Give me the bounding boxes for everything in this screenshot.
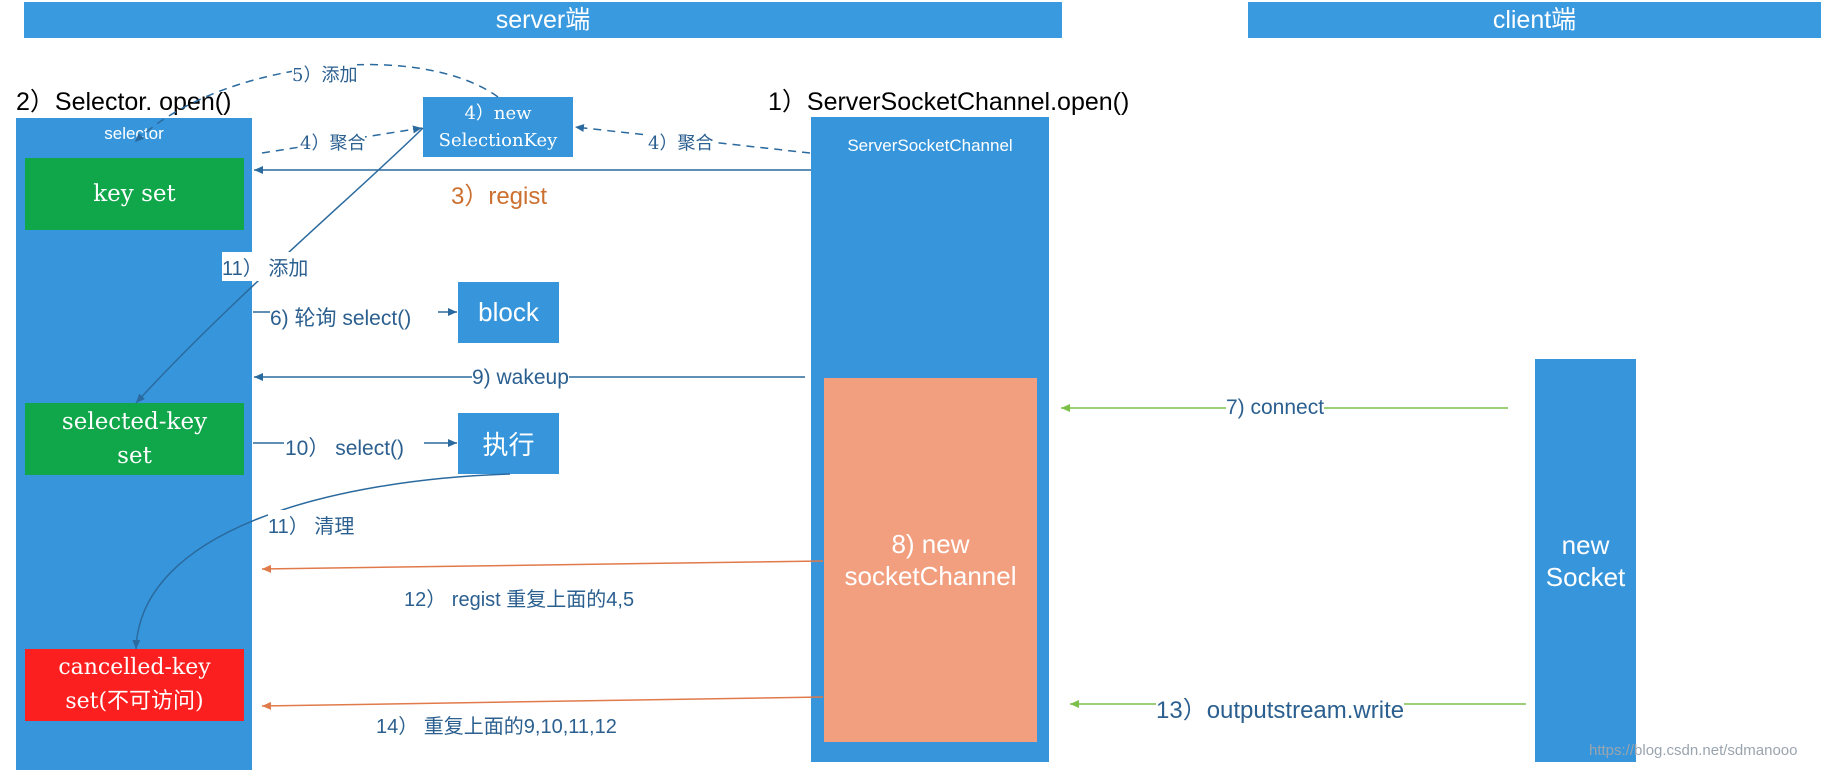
arrow-12-regist <box>261 560 824 573</box>
new-socket-box: new Socket <box>1535 359 1636 762</box>
selected-key-set-box: selected-key set <box>25 403 244 475</box>
new-socket-channel-box: 8) new socketChannel <box>824 378 1037 742</box>
step-11-clean-label: 11） 清理 <box>268 510 355 539</box>
arrow-14-repeat <box>261 696 824 710</box>
step-9-label: 9) wakeup <box>472 366 569 390</box>
block-box: block <box>458 282 559 343</box>
server-socket-channel-open-title: 1）ServerSocketChannel.open() <box>768 88 1130 116</box>
cancelled-key-set-box: cancelled-key set(不可访问) <box>25 649 244 721</box>
arrow-11-clean <box>132 473 511 650</box>
step-4-left-label: 4）聚合 <box>300 129 366 155</box>
step-7-label: 7) connect <box>1226 396 1325 420</box>
step-13-label: 13）outputstream.write <box>1156 690 1405 725</box>
server-header: server端 <box>24 2 1062 38</box>
exec-box: 执行 <box>458 413 559 474</box>
client-header: client端 <box>1248 2 1821 38</box>
step-11-add-label: 11） 添加 <box>222 252 309 281</box>
server-socket-channel-label: ServerSocketChannel <box>847 136 1013 155</box>
arrow-11-add <box>135 127 424 404</box>
step-6-label: 6) 轮询 select() <box>270 302 412 332</box>
key-set-box: key set <box>25 158 244 230</box>
watermark: https://blog.csdn.net/sdmanooo <box>1589 742 1798 759</box>
selection-key-box: 4）new SelectionKey <box>423 97 573 157</box>
step-4-right-label: 4）聚合 <box>648 129 714 155</box>
step-10-label: 10） select() <box>285 432 405 462</box>
step-14-label: 14） 重复上面的9,10,11,12 <box>376 710 617 739</box>
step-3-label: 3）regist <box>451 176 548 211</box>
step-5-label: 5）添加 <box>292 61 358 87</box>
selector-label: selector <box>104 124 164 143</box>
step-12-label: 12） regist 重复上面的4,5 <box>404 583 635 612</box>
